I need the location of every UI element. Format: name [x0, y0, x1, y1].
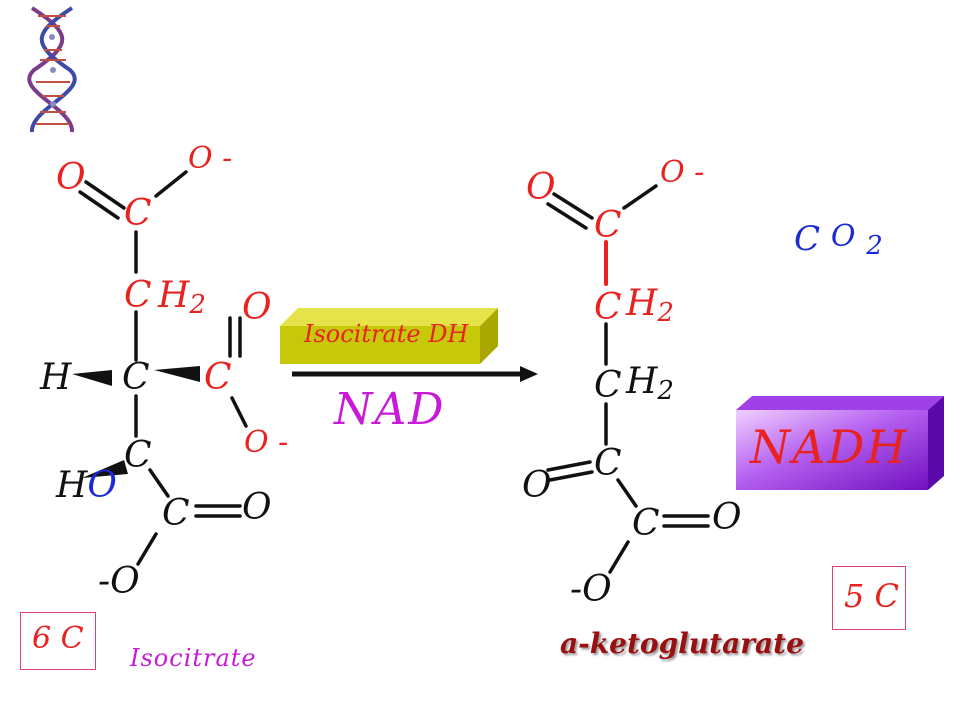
akg-carbon-3: C	[594, 365, 622, 406]
akg-hydrogen-2a: H2	[626, 283, 674, 328]
iso-carbon-count: 6 C	[32, 621, 84, 656]
co2-c: C	[794, 219, 821, 259]
iso-oxygen-bottom: -O	[98, 561, 140, 602]
iso-carbon-4: C	[124, 435, 152, 476]
akg-oxygen-bottom: -O	[570, 569, 612, 610]
iso-carbon-count-box	[20, 612, 96, 670]
enzyme-name: Isocitrate DH	[304, 320, 469, 348]
akg-oxygen-top-left: O	[526, 167, 556, 208]
akg-oxygen-right: O	[712, 497, 742, 538]
iso-carbon-2: C	[124, 275, 152, 316]
akg-carbon-count-box	[832, 566, 906, 630]
nadh-box	[736, 396, 944, 490]
iso-hydrogen-2: H2	[158, 275, 206, 320]
akg-hydrogen-2b: H2	[626, 361, 674, 406]
akg-h-b: H	[626, 361, 658, 402]
iso-hydroxyl-o: O	[87, 465, 117, 506]
iso-h: H	[158, 275, 190, 316]
iso-oxygen-right: O	[242, 487, 272, 528]
akg-h-b-sub: 2	[657, 376, 674, 406]
enzyme-box	[280, 308, 498, 364]
akg-carbon-1: C	[594, 205, 622, 246]
akg-carbon-count: 5 C	[844, 577, 900, 615]
iso-carbon-3: C	[122, 357, 150, 398]
iso-name: Isocitrate	[130, 644, 257, 672]
akg-carbon-4: C	[594, 443, 622, 484]
co2-o: O	[830, 219, 856, 254]
akg-oxygen-left: O	[522, 465, 552, 506]
iso-oxygen-top-left: O	[56, 157, 86, 198]
iso-carbon-side: C	[204, 357, 232, 398]
nadh-label: NADH	[750, 420, 909, 474]
co2-sub: 2	[866, 231, 883, 261]
dna-helix-icon	[27, 6, 77, 133]
iso-carbon-1: C	[124, 193, 152, 234]
iso-hydrogen-left: H	[40, 357, 72, 398]
akg-h-a-sub: 2	[657, 298, 674, 328]
iso-carbon-5: C	[162, 493, 190, 534]
iso-hydroxyl-h: H	[56, 465, 88, 506]
iso-oxygen-carboxyl-top: O	[242, 287, 272, 328]
akg-carbon-2: C	[594, 287, 622, 328]
akg-carbon-5: C	[632, 503, 660, 544]
iso-hydroxyl: HO	[56, 468, 117, 504]
iso-h-sub: 2	[189, 290, 206, 320]
iso-oxygen-carboxyl-bottom: O -	[244, 425, 289, 460]
iso-oxygen-top-right: O -	[188, 141, 233, 176]
akg-name: a-ketoglutarate	[560, 627, 804, 660]
akg-oxygen-top-right: O -	[660, 155, 705, 190]
co2: C O 2	[794, 219, 883, 261]
cofactor-nad: NAD	[334, 384, 446, 435]
akg-h-a: H	[626, 283, 658, 324]
